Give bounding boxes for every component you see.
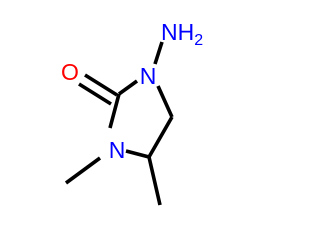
- nh2-subscript: 2: [194, 32, 203, 49]
- atom-labels: N NH2 O N: [61, 19, 203, 163]
- bond-c4-n3: [125, 149, 150, 159]
- bond-n3-methyl: [64, 156, 102, 185]
- nh2-hydrogen: H: [178, 19, 195, 45]
- atom-label-o-carbonyl: O: [61, 59, 79, 85]
- atom-label-nh2: NH2: [161, 19, 203, 49]
- bond-c4-methyl: [147, 156, 162, 206]
- bond-n-nh2: [153, 41, 164, 65]
- bond-c2-o-b: [78, 82, 112, 106]
- bond-c2-n3: [108, 93, 121, 129]
- bond-c2-o-a: [84, 73, 118, 97]
- bond-n1-c2: [117, 79, 139, 96]
- molecule-structure: N NH2 O N: [61, 19, 203, 206]
- atom-label-n-methyl: N: [109, 137, 126, 163]
- atom-label-n-amino: N: [140, 63, 157, 89]
- nh2-symbol: N: [161, 19, 178, 45]
- bond-c5-c4: [147, 116, 174, 158]
- bond-n1-c5: [156, 85, 174, 118]
- bonds: [64, 41, 174, 206]
